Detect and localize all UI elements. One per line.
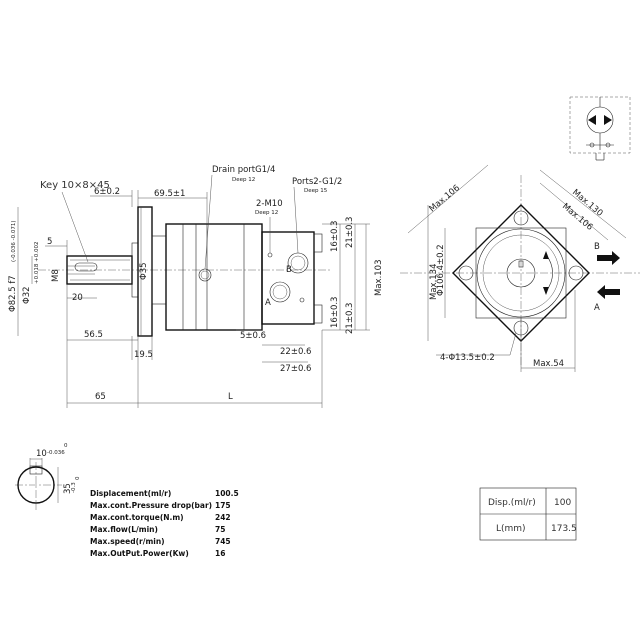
m10-label: 2-M10 bbox=[256, 199, 283, 209]
dim-21-a: 21±0.3 bbox=[345, 217, 355, 248]
dim-L: L bbox=[228, 392, 233, 402]
shaft-key bbox=[74, 262, 98, 272]
m10-hole bbox=[267, 252, 273, 258]
dim-d106-4: Φ106.4±0.2 bbox=[436, 244, 446, 296]
table-value: 100 bbox=[554, 498, 571, 508]
port-a-label: A bbox=[265, 298, 271, 308]
front-port-b: B bbox=[594, 242, 600, 252]
m10-depth: Deep 12 bbox=[255, 210, 278, 216]
dim-max134: Max.134 bbox=[429, 264, 439, 301]
dim-d82-5: Φ82.5 f7 bbox=[8, 275, 18, 312]
dim-27: 27±0.6 bbox=[280, 364, 311, 374]
dim-16-a: 16±0.3 bbox=[330, 221, 340, 252]
hydraulic-symbol bbox=[569, 96, 631, 161]
keyway bbox=[29, 465, 43, 475]
dim-d82-5-tol: (-0.036 -0.071) bbox=[11, 221, 17, 263]
motor-body bbox=[165, 223, 263, 331]
key-width-tol-top: 0 bbox=[64, 443, 68, 449]
dim-5: 5 bbox=[47, 237, 52, 247]
key-width-tol-bottom: -0.036 bbox=[47, 450, 65, 456]
dim-16-b: 16±0.3 bbox=[330, 297, 340, 328]
key-height-tol-top: 0 bbox=[75, 476, 81, 480]
key-height-tol-bottom: -0.3 bbox=[71, 482, 77, 493]
dim-65: 65 bbox=[95, 392, 106, 402]
table-label: Disp.(ml/r) bbox=[488, 498, 536, 508]
spec-name: Max.cont.Pressure drop(bar) bbox=[90, 501, 212, 510]
spec-value: 16 bbox=[215, 549, 225, 558]
spec-name: Max.flow(L/min) bbox=[90, 525, 158, 534]
dim-holes: 4-Φ13.5±0.2 bbox=[440, 353, 495, 363]
valve-block bbox=[261, 231, 315, 325]
dim-69-5: 69.5±1 bbox=[154, 189, 185, 199]
key-height: 35 bbox=[63, 483, 73, 494]
table-label: L(mm) bbox=[496, 524, 526, 534]
spec-name: Displacement(ml/r) bbox=[90, 489, 171, 498]
shaft-end bbox=[506, 258, 536, 288]
dim-19-5: 19.5 bbox=[134, 350, 153, 360]
drain-port-depth: Deep 12 bbox=[232, 177, 255, 183]
spec-name: Max.speed(r/min) bbox=[90, 537, 165, 546]
drain-port-label: Drain portG1/4 bbox=[212, 165, 275, 175]
key-label: Key 10×8×45 bbox=[40, 180, 110, 191]
spec-name: Max.OutPut.Power(Kw) bbox=[90, 549, 189, 558]
table-value: 173.5 bbox=[551, 524, 577, 534]
dim-d35: Φ35 bbox=[139, 262, 149, 280]
dim-max54: Max.54 bbox=[533, 359, 564, 369]
dim-d32: Φ32 bbox=[22, 286, 32, 304]
dim-m8: M8 bbox=[51, 269, 61, 282]
bolt-hole bbox=[513, 210, 529, 226]
spec-value: 175 bbox=[215, 501, 231, 510]
spec-list: Displacement(ml/r) 100.5 Max.cont.Pressu… bbox=[90, 489, 239, 558]
ports-depth: Deep 15 bbox=[304, 188, 328, 194]
spec-value: 100.5 bbox=[215, 489, 239, 498]
dim-56-5: 56.5 bbox=[84, 330, 103, 340]
dim-22: 22±0.6 bbox=[280, 347, 311, 357]
front-view: B A Max.106 Max.130 Max.106 Φ106.4±0.2 M… bbox=[400, 164, 640, 372]
ports-label: Ports2-G1/2 bbox=[292, 177, 342, 187]
dim-max106-a: Max.106 bbox=[428, 183, 462, 214]
spec-table: Disp.(ml/r) 100 L(mm) 173.5 bbox=[479, 487, 577, 541]
dim-max103: Max.103 bbox=[374, 260, 384, 297]
dim-20: 20 bbox=[72, 293, 83, 303]
spec-value: 242 bbox=[215, 513, 231, 522]
dim-5-06: 5±0.6 bbox=[240, 331, 266, 341]
front-port-a: A bbox=[594, 303, 600, 313]
spec-value: 745 bbox=[215, 537, 231, 546]
key-section: 10 0 -0.036 35 0 -0.3 bbox=[15, 443, 81, 510]
key-width: 10 bbox=[36, 449, 47, 459]
dim-d32-tol: +0.018 +0.002 bbox=[34, 242, 40, 284]
spec-value: 75 bbox=[215, 525, 225, 534]
port-b-label: B bbox=[286, 265, 292, 275]
dim-6: 6±0.2 bbox=[94, 187, 120, 197]
shaft-section bbox=[17, 466, 55, 504]
side-view: B A Key 10×8×45 Drain portG1/4 Deep 12 P… bbox=[8, 165, 384, 408]
dim-21-b: 21±0.3 bbox=[345, 303, 355, 334]
port-a bbox=[269, 281, 291, 303]
spec-name: Max.cont.torque(N.m) bbox=[90, 513, 184, 522]
